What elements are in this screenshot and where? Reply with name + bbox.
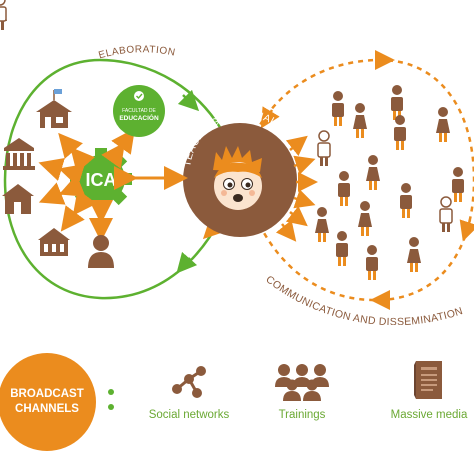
audience-crowd (0, 0, 464, 280)
channel-label: Massive media (390, 409, 468, 421)
museum-building-icon (3, 138, 35, 170)
channel-massive-media: Massive media (385, 359, 473, 421)
faculty-badge-line1: FACULTAD DE (122, 108, 156, 114)
broadcast-title-line2: CHANNELS (15, 403, 79, 415)
faculty-badge: FACULTAD DE EDUCACIÓN (113, 85, 165, 137)
ica-gear: ICA (70, 148, 132, 210)
ica-label: ICA (86, 170, 117, 190)
group-people-icon (275, 364, 329, 401)
diagram-canvas: ELABORATION COMMUNICATION AND DISSEMINAT… (0, 0, 474, 325)
broadcast-section: BROADCAST CHANNELS Social networks (0, 325, 474, 474)
broadcast-title-line1: BROADCAST (10, 388, 84, 400)
elaboration-label: ELABORATION (97, 44, 176, 61)
house-building-icon (2, 184, 34, 214)
person-icon (88, 235, 114, 268)
town-hall-building-icon (38, 228, 70, 256)
channel-social-networks: Social networks (144, 361, 234, 421)
broadcast-channels-badge: BROADCAST CHANNELS (0, 353, 96, 451)
elaboration-loop (3, 58, 242, 300)
dissemination-arrows (275, 135, 318, 242)
newspaper-icon (414, 361, 442, 399)
channel-label: Trainings (278, 409, 326, 421)
school-building-icon (36, 89, 72, 128)
faculty-badge-line2: EDUCACIÓN (119, 113, 159, 122)
social-network-icon (172, 366, 206, 398)
audience-person-icon (0, 0, 7, 30)
channel-dots (108, 389, 118, 419)
teaching-materials-node: TEACHING MATERIALS (182, 109, 297, 237)
channel-trainings: Trainings (262, 361, 342, 421)
channel-label: Social networks (148, 409, 230, 421)
ica-connectors (38, 128, 188, 242)
child-face-icon (213, 146, 262, 210)
